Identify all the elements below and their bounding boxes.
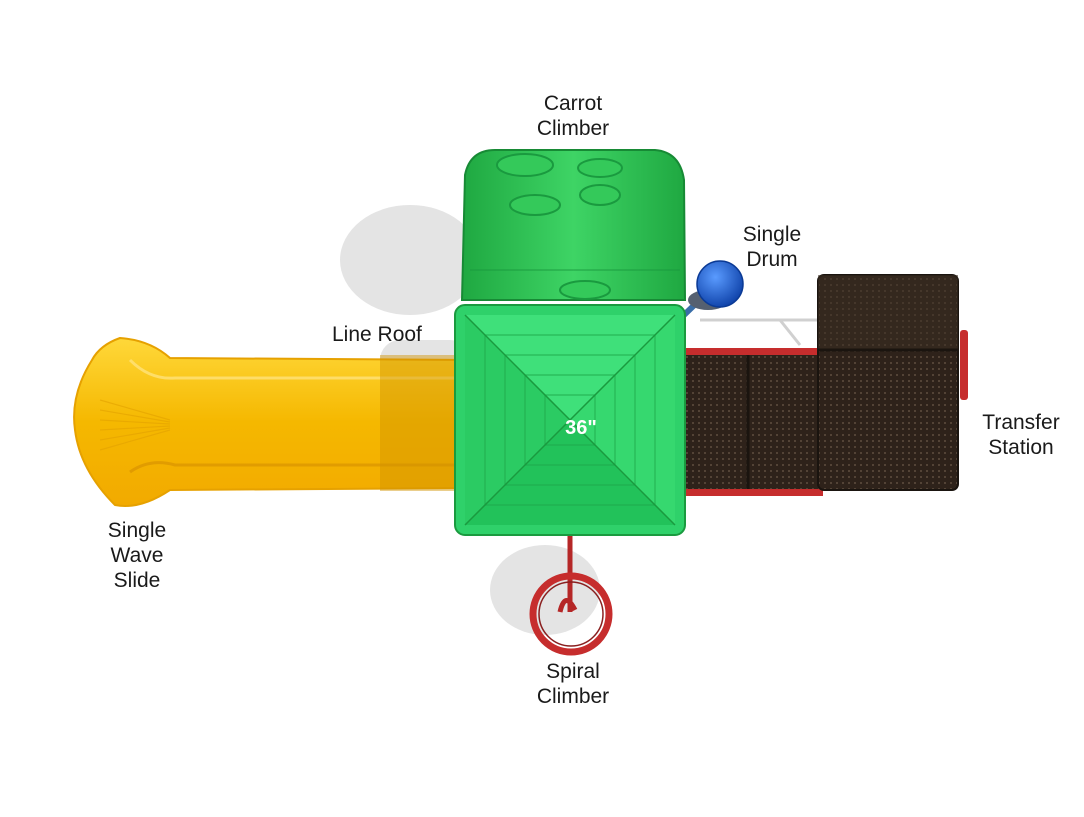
carrot-climber xyxy=(460,149,687,301)
label-single-wave-slide-line-2: Wave xyxy=(110,544,164,567)
label-single-drum: Single Drum xyxy=(712,222,832,272)
label-transfer-station-line-2: Station xyxy=(988,436,1054,459)
label-single-wave-slide-line-1: Single xyxy=(107,519,167,542)
label-single-drum-line-2: Drum xyxy=(746,248,798,271)
deck-height-label: 36" xyxy=(565,417,597,439)
label-spiral-climber: Spiral Climber xyxy=(513,659,633,709)
label-spiral-climber-line-1: Spiral xyxy=(546,660,600,683)
label-carrot-climber: Carrot Climber xyxy=(513,91,633,141)
label-single-drum-line-1: Single xyxy=(742,223,802,246)
label-carrot-climber-line-1: Carrot xyxy=(543,92,603,115)
label-single-wave-slide-line-3: Slide xyxy=(113,569,161,592)
label-line-roof: Line Roof xyxy=(332,322,454,347)
label-carrot-climber-line-2: Climber xyxy=(536,117,610,140)
transfer-frame xyxy=(683,318,823,496)
label-transfer-station: Transfer Station xyxy=(961,410,1081,460)
label-transfer-station-line-1: Transfer xyxy=(982,411,1060,434)
transfer-station xyxy=(817,274,968,491)
label-single-wave-slide: Single Wave Slide xyxy=(77,518,197,593)
spiral-climber xyxy=(529,530,613,656)
label-spiral-climber-line-2: Climber xyxy=(536,685,610,708)
single-drum xyxy=(681,260,744,318)
line-roof: 36" xyxy=(454,304,686,536)
label-line-roof-line-1: Line Roof xyxy=(332,323,422,346)
single-wave-slide xyxy=(73,336,471,507)
